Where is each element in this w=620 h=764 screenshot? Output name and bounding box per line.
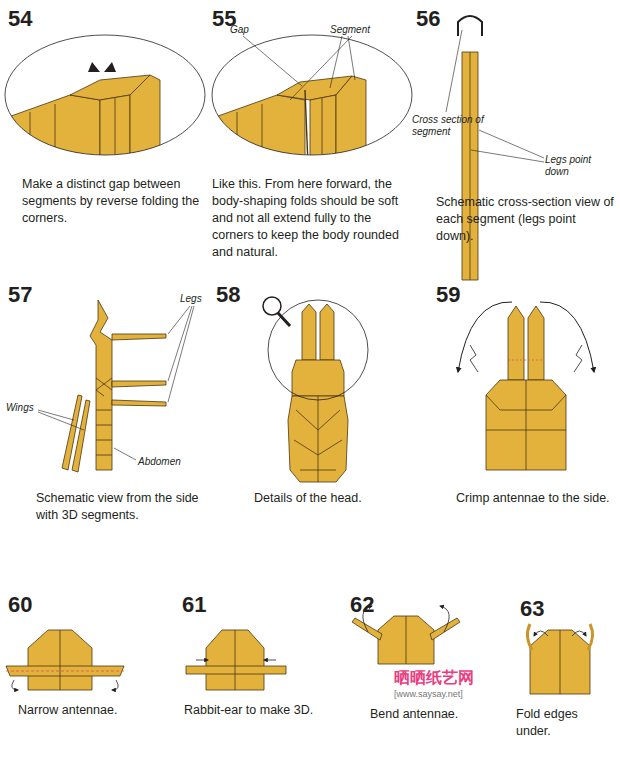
step-caption: Schematic view from the side with 3D seg…	[36, 490, 211, 524]
watermark-url: [www.saysay.net]	[394, 689, 504, 699]
step-number: 54	[8, 6, 48, 32]
step-caption: Fold edges under.	[516, 706, 616, 740]
step-caption: Narrow antennae.	[18, 702, 168, 719]
head-with-antennae	[352, 616, 460, 664]
side-view	[62, 300, 166, 472]
segment-closeup	[207, 76, 366, 165]
head-with-antennae	[527, 624, 592, 694]
step-number: 59	[436, 282, 476, 308]
step-caption: Make a distinct gap between segments by …	[22, 176, 207, 227]
watermark: 晒晒纸艺网	[394, 668, 504, 689]
step-number: 60	[8, 592, 48, 618]
segment-closeup	[0, 75, 160, 165]
step-caption: Details of the head.	[254, 490, 414, 507]
head-and-body	[288, 304, 348, 482]
callout-label: Legs	[180, 293, 220, 305]
step-number: 61	[182, 592, 222, 618]
step-caption: Crimp antennae to the side.	[456, 490, 616, 507]
step-number: 63	[520, 596, 560, 622]
callout-label: Abdomen	[138, 456, 198, 468]
step-caption: Rabbit-ear to make 3D.	[184, 702, 324, 719]
callout-label: Segment	[330, 24, 390, 36]
step-number: 57	[8, 282, 48, 308]
callout-label: Cross section of segment	[412, 114, 492, 138]
step-caption: Bend antennae.	[370, 706, 510, 723]
callout-label: Wings	[6, 402, 46, 414]
step-number: 62	[350, 592, 390, 618]
head-with-antennae	[6, 630, 124, 690]
head-with-antennae	[186, 630, 286, 690]
step-caption: Like this. From here forward, the body-s…	[212, 176, 412, 261]
step-number: 56	[416, 6, 456, 32]
head-front	[486, 306, 566, 470]
step-number: 58	[216, 282, 256, 308]
callout-label: Gap	[230, 24, 270, 36]
step-caption: Schematic cross-section view of each seg…	[436, 194, 616, 245]
callout-label: Legs point down	[545, 154, 615, 178]
